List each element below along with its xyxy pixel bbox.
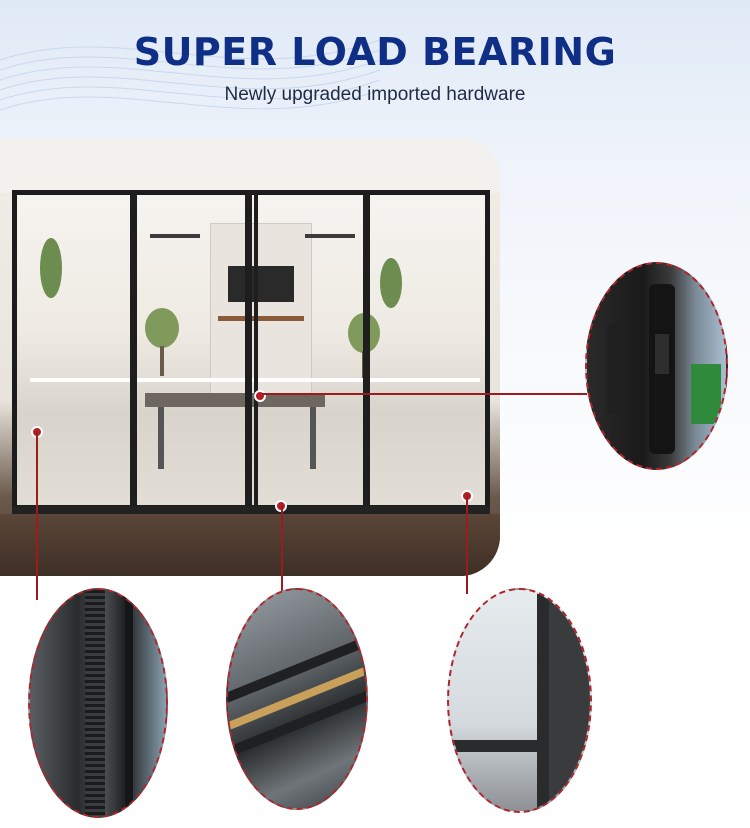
table-leg	[310, 407, 316, 469]
plant-trunk	[160, 346, 164, 376]
door-mullion	[363, 190, 370, 510]
seal-strip-icon	[85, 590, 105, 816]
ceiling-fan	[150, 234, 200, 238]
green-background	[691, 364, 721, 424]
frame-side	[549, 590, 590, 811]
door-mullion	[245, 190, 252, 510]
handle-connector	[262, 393, 587, 395]
table-leg	[158, 407, 164, 469]
track-connector	[281, 506, 283, 594]
frame-edge	[125, 590, 133, 816]
door-mullion	[130, 190, 137, 510]
sliding-door-photo	[0, 138, 500, 576]
seal-strip-detail-circle	[28, 588, 168, 818]
outdoor-tree	[380, 258, 402, 308]
door-sill	[12, 506, 490, 514]
ceiling	[0, 138, 500, 193]
wood-floor	[0, 514, 500, 576]
ceiling-fan	[305, 234, 355, 238]
handle-detail-circle	[585, 262, 728, 470]
glass-connector	[466, 496, 468, 594]
handle-side	[607, 324, 625, 414]
outdoor-tree	[40, 238, 62, 298]
handle-marker	[254, 390, 266, 402]
mantel	[218, 316, 304, 321]
page-title: SUPER LOAD BEARING	[133, 30, 617, 74]
tv	[228, 266, 294, 302]
decorative-waves	[0, 39, 381, 111]
dining-table	[145, 393, 325, 407]
door-mullion	[254, 190, 258, 510]
track-detail-circle	[226, 588, 368, 810]
seal-connector	[36, 432, 38, 600]
glass-frame-corner-icon	[537, 590, 549, 811]
potted-plant	[145, 308, 179, 348]
handle-lock	[655, 334, 669, 374]
fireplace-wall	[210, 223, 312, 395]
glass-corner-detail-circle	[447, 588, 592, 813]
page-subtitle: Newly upgraded imported hardware	[224, 84, 526, 105]
